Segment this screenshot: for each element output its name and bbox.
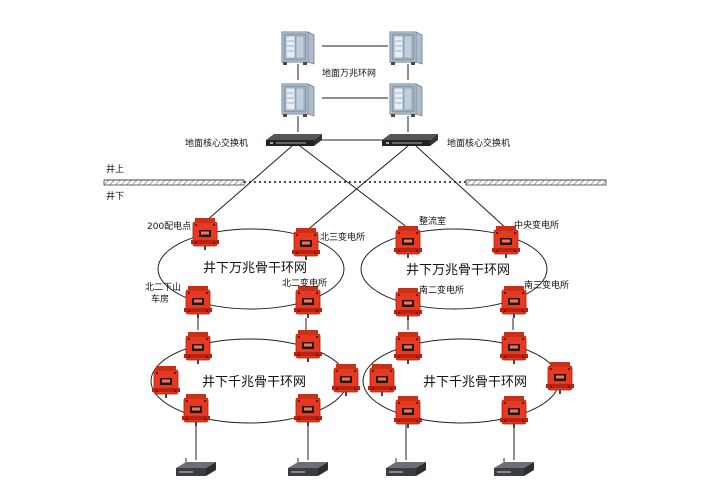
access-device-icon: [493, 457, 535, 477]
left-1g-ring-label: 井下千兆骨干环网: [202, 375, 306, 390]
left-10g-ring-label: 井下万兆骨干环网: [203, 261, 307, 276]
explosion-proof-station-icon: [181, 393, 211, 427]
above-ground-label: 井上: [106, 163, 124, 175]
below-ground-label: 井下: [106, 190, 124, 202]
left-10g-ring: [157, 228, 345, 310]
explosion-proof-station-icon: [393, 395, 423, 429]
connection-lines: [195, 45, 515, 460]
switch-left-label: 地面核心交换机: [185, 137, 248, 149]
explosion-proof-station-icon: [183, 331, 213, 365]
node-label: 北二变电所: [282, 277, 327, 289]
explosion-proof-station-icon: [393, 225, 423, 259]
explosion-proof-station-icon: [190, 217, 220, 251]
ground-boundary: [103, 179, 607, 186]
explosion-proof-station-icon: [151, 365, 181, 399]
surface-ring-label: 地面万兆环网: [322, 67, 376, 79]
explosion-proof-station-icon: [293, 285, 323, 319]
server-cabinet-icon: [281, 31, 315, 66]
server-cabinet-icon: [281, 83, 315, 118]
explosion-proof-station-icon: [545, 361, 575, 395]
core-switch-icon: [382, 134, 438, 146]
core-switch-icon: [266, 134, 322, 146]
explosion-proof-station-icon: [293, 329, 323, 363]
explosion-proof-station-icon: [499, 331, 529, 365]
explosion-proof-station-icon: [293, 393, 323, 427]
node-label: 中央变电所: [514, 219, 559, 231]
explosion-proof-station-icon: [393, 287, 423, 321]
node-label: 北二下山: [145, 282, 181, 293]
node-label: 整流室: [419, 215, 446, 227]
explosion-proof-station-icon: [393, 331, 423, 365]
node-label: 南三变电所: [524, 279, 569, 291]
explosion-proof-station-icon: [183, 285, 213, 319]
access-device-icon: [287, 457, 329, 477]
node-label: 200配电点: [147, 220, 191, 232]
explosion-proof-station-icon: [331, 363, 361, 397]
explosion-proof-station-icon: [499, 395, 529, 429]
switch-right-label: 地面核心交换机: [447, 137, 510, 149]
explosion-proof-station-icon: [291, 227, 321, 261]
access-device-icon: [385, 457, 427, 477]
right-10g-ring-label: 井下万兆骨干环网: [406, 263, 510, 278]
access-device-icon: [175, 457, 217, 477]
right-1g-ring-label: 井下千兆骨干环网: [423, 375, 527, 390]
server-cabinet-icon: [389, 83, 423, 118]
right-10g-ring: [360, 228, 548, 310]
node-label: 车房: [151, 293, 169, 305]
node-label: 北三变电所: [320, 231, 365, 243]
server-cabinet-icon: [389, 31, 423, 66]
explosion-proof-station-icon: [367, 363, 397, 397]
node-label: 南二变电所: [419, 284, 464, 296]
